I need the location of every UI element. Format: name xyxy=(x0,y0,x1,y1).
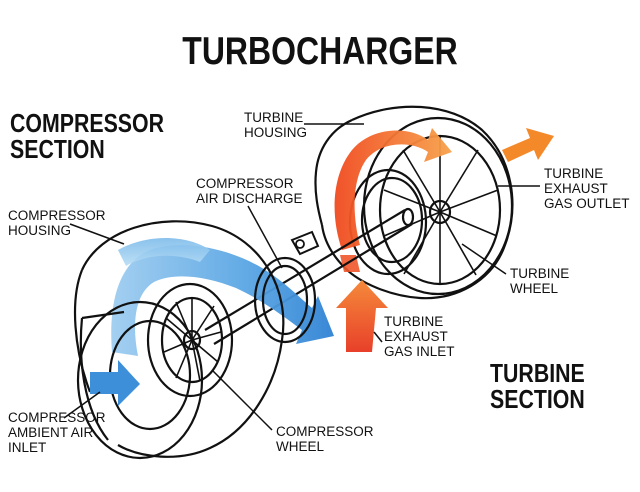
label-turbine-exhaust-gas-inlet: TURBINE EXHAUST GAS INLET xyxy=(384,314,455,359)
compressor-assembly xyxy=(73,220,317,460)
label-turbine-exhaust-gas-outlet: TURBINE EXHAUST GAS OUTLET xyxy=(544,166,630,211)
exhaust-inlet-arrow xyxy=(336,280,388,352)
label-turbine-housing: TURBINE HOUSING xyxy=(244,110,308,140)
exhaust-flow-arrow xyxy=(502,128,554,162)
label-compressor-housing: COMPRESSOR HOUSING xyxy=(8,208,106,238)
leader-lines xyxy=(63,123,540,431)
air-flow-arrow xyxy=(90,360,140,406)
label-compressor-wheel: COMPRESSOR WHEEL xyxy=(276,424,374,454)
compressor-airflow xyxy=(111,245,334,356)
label-compressor-ambient-air-inlet: COMPRESSOR AMBIENT AIR INLET xyxy=(8,410,106,455)
page-title: TURBOCHARGER xyxy=(182,30,458,73)
turbine-section-label: TURBINE SECTION xyxy=(490,358,585,414)
compressor-section-label: COMPRESSOR SECTION xyxy=(10,108,165,164)
exhaust-swirl xyxy=(334,128,452,250)
label-compressor-air-discharge: COMPRESSOR AIR DISCHARGE xyxy=(196,176,303,206)
label-turbine-wheel: TURBINE WHEEL xyxy=(510,266,570,296)
